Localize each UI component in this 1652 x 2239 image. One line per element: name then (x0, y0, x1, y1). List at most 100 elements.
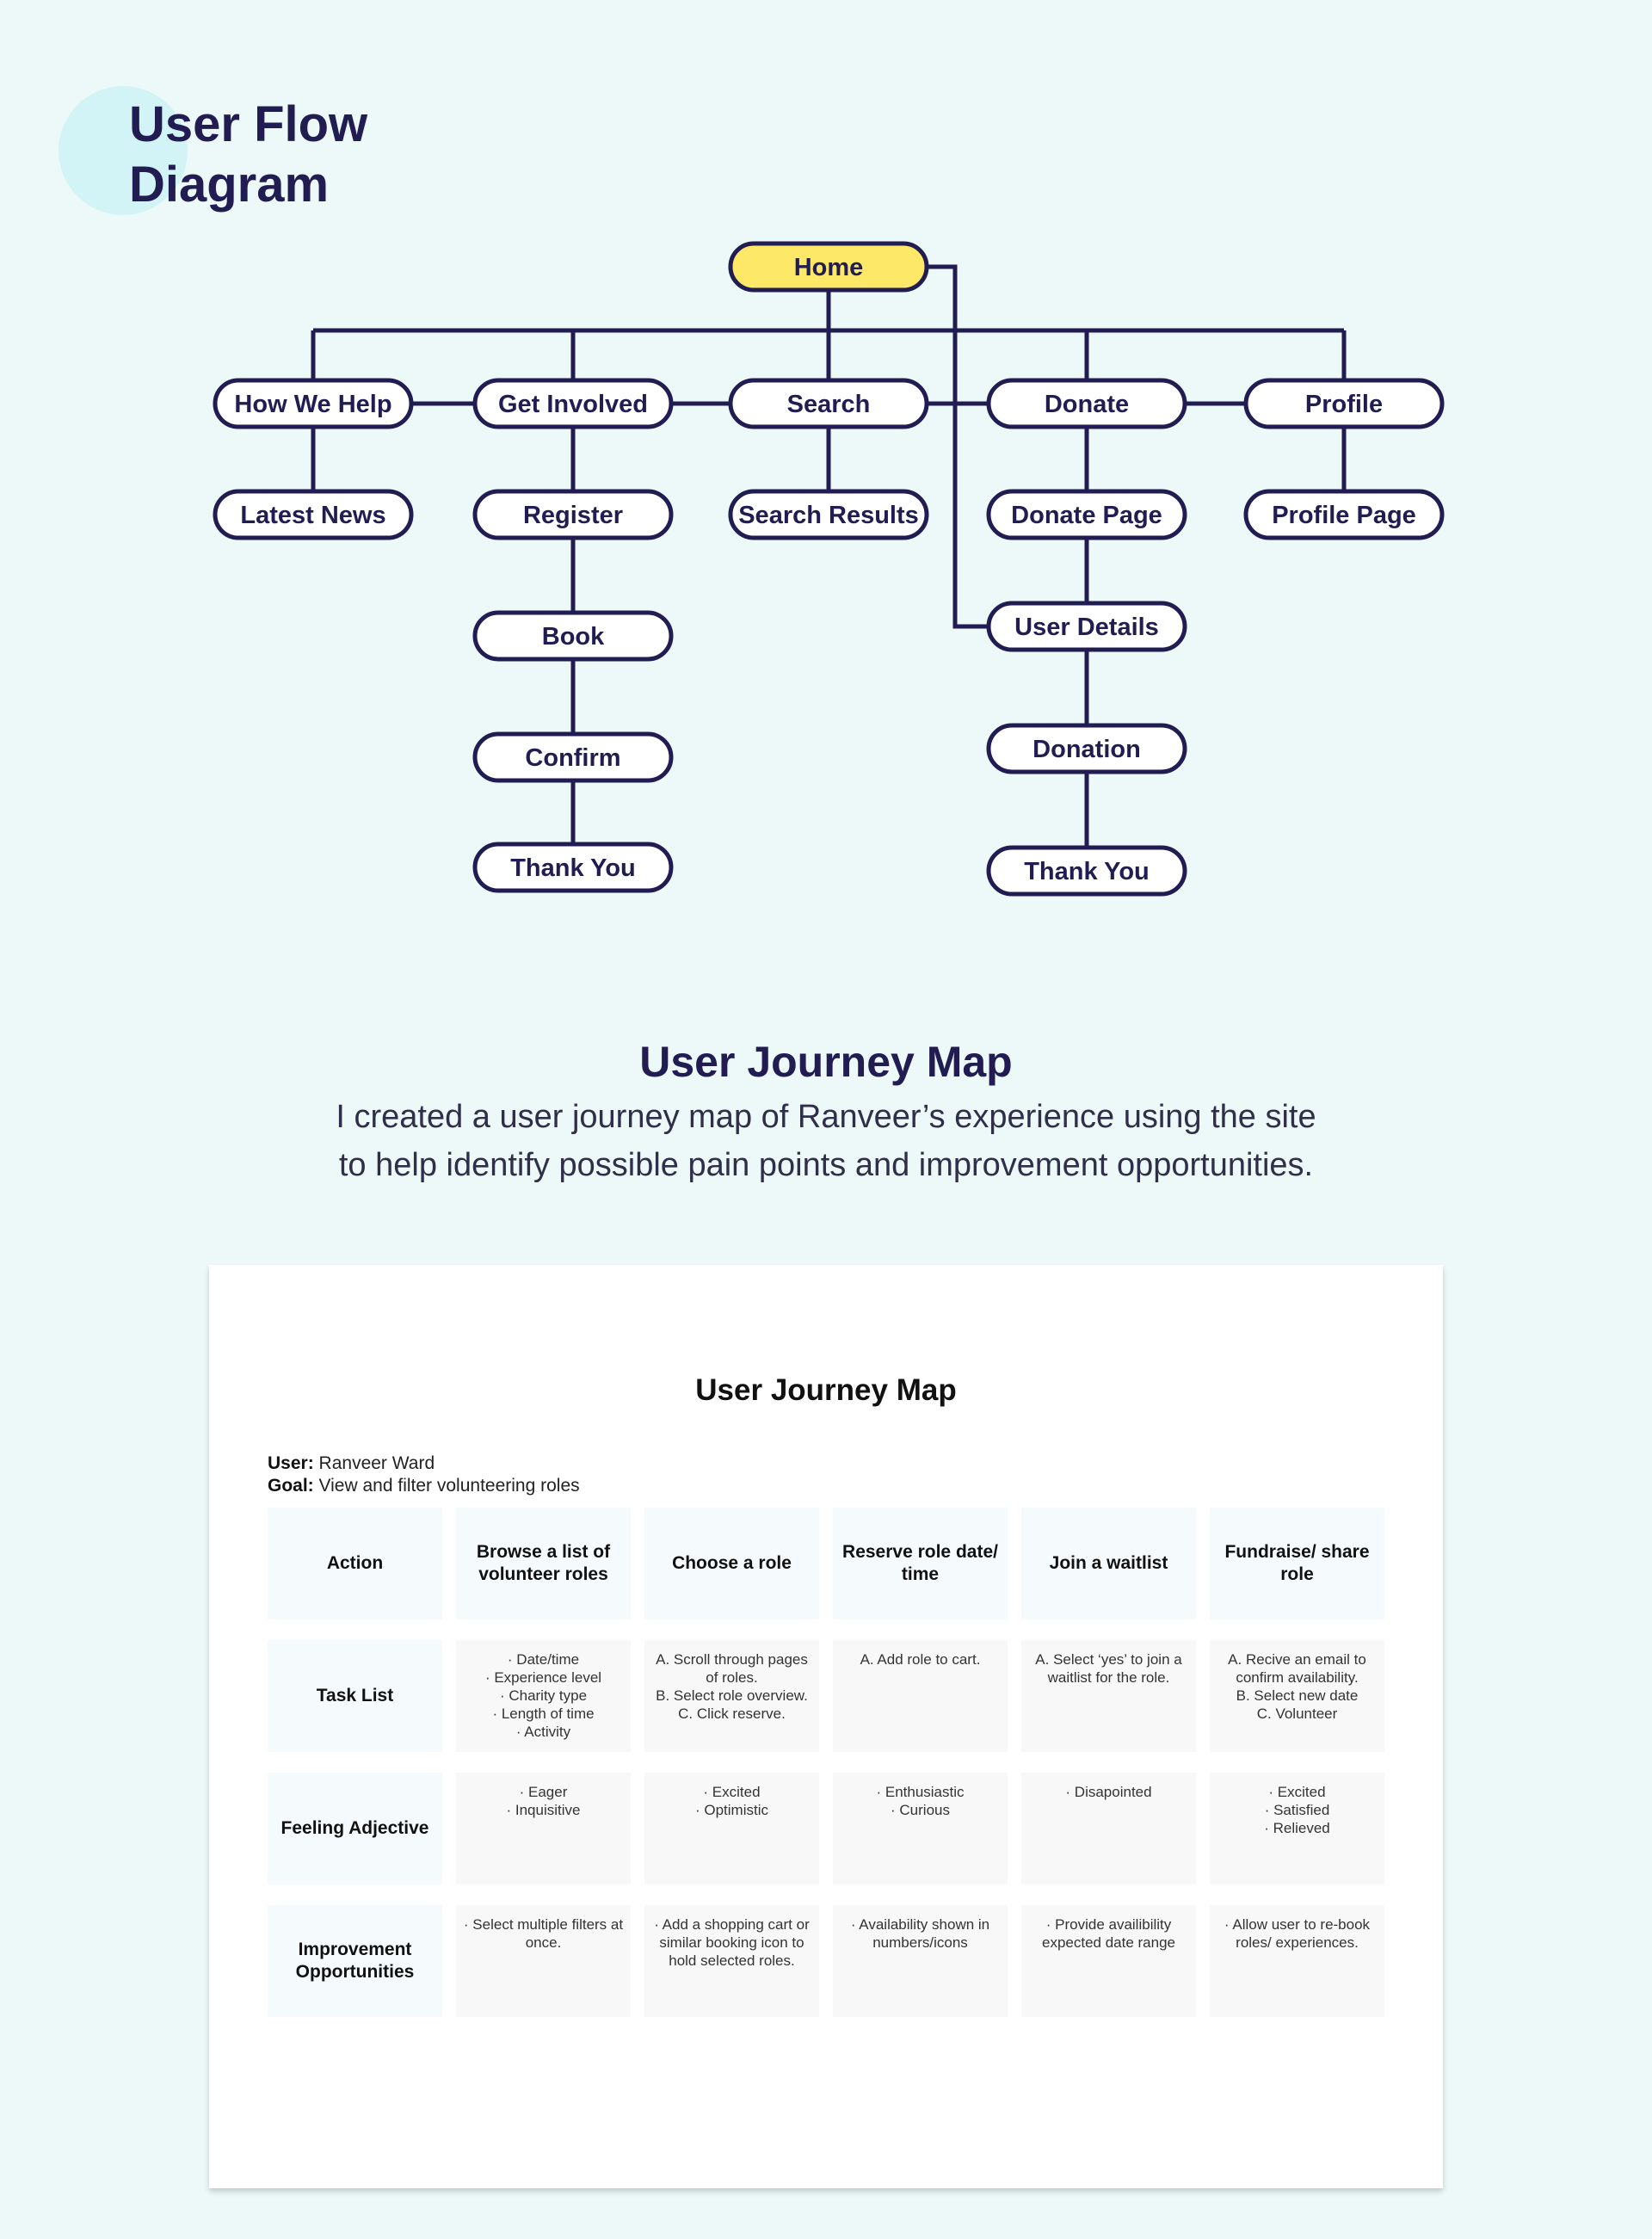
user-label: User: (268, 1453, 314, 1473)
flow-node-profile-page: Profile Page (1243, 489, 1445, 540)
journey-cell: · Provide availibility expected date ran… (1021, 1905, 1196, 2017)
flow-node-label: Latest News (240, 502, 385, 529)
flow-node-shape (213, 378, 414, 429)
journey-cell-line: · Select multiple filters at once. (463, 1916, 624, 1951)
flow-connector (927, 264, 989, 629)
flow-node-get-involved: Get Involved (472, 378, 674, 429)
flow-node-how-we-help: How We Help (213, 378, 414, 429)
flow-node-shape (986, 378, 1187, 429)
flow-node-label: Home (794, 254, 864, 281)
journey-cell-line: · Curious (891, 1802, 950, 1818)
flow-node-book: Book (472, 610, 674, 662)
user-value: Ranveer Ward (318, 1453, 435, 1473)
flow-node-shape (728, 489, 929, 540)
action-header: Fundraise/ share role (1210, 1508, 1384, 1619)
flow-node-register: Register (472, 489, 674, 540)
flow-node-label: Donate (1045, 391, 1129, 418)
flow-node-label: Profile (1305, 391, 1383, 418)
journey-cell-line: B. Select role overview. (656, 1687, 808, 1704)
user-flow-title-line: Diagram (129, 157, 330, 213)
journey-description: I created a user journey map of Ranveer’… (336, 1099, 1316, 1183)
action-header: Browse a list of volunteer roles (456, 1508, 631, 1619)
journey-cell: · Excited · Optimistic (644, 1773, 819, 1884)
flow-node-label: Search Results (738, 502, 919, 529)
flow-node-label: Thank You (510, 854, 636, 882)
flow-node-shape (213, 489, 414, 540)
flow-node-label: User Details (1014, 614, 1159, 641)
flow-node-label: Book (542, 623, 605, 651)
journey-map-card-title: User Journey Map (695, 1373, 957, 1407)
flow-node-label: Confirm (525, 744, 620, 772)
flow-node-shape (472, 489, 674, 540)
journey-cell-line: C. Volunteer (1256, 1705, 1338, 1722)
flow-node-label: Profile Page (1272, 502, 1416, 529)
decorative-circle (59, 86, 188, 215)
flow-node-shape (472, 378, 674, 429)
journey-cell: A. Add role to cart. (833, 1640, 1008, 1752)
journey-cell-line: A. Scroll through pages of roles. (656, 1651, 808, 1686)
journey-cell: A. Select ‘yes’ to join a waitlist for t… (1021, 1640, 1196, 1752)
journey-cell: · Disapointed (1021, 1773, 1196, 1884)
flow-node-shape (728, 241, 929, 293)
flow-node-shape (986, 601, 1187, 652)
journey-cell: · Select multiple filters at once. (456, 1905, 631, 2017)
journey-cell: A. Recive an email to confirm availabili… (1210, 1640, 1384, 1752)
flow-node-shape (472, 731, 674, 783)
journey-cell-line: · Optimistic (695, 1802, 768, 1818)
flow-node-label: Donate Page (1011, 502, 1162, 529)
flow-node-shape (1243, 489, 1445, 540)
flow-node-profile: Profile (1243, 378, 1445, 429)
row-label: Task List (268, 1640, 442, 1752)
journey-cell-line: · Eager (519, 1784, 568, 1800)
journey-map-card: User Journey Map User: Ranveer Ward Goal… (209, 1265, 1443, 2188)
user-flow-title-line: User Flow (129, 96, 368, 152)
flow-node-user-details: User Details (986, 601, 1187, 652)
flow-node-thank-you-volunteer: Thank You (472, 842, 674, 893)
flow-node-label: Thank You (1024, 858, 1150, 885)
flow-node-label: Donation (1032, 736, 1141, 763)
journey-cell-line: · Provide availibility expected date ran… (1041, 1916, 1175, 1951)
goal-label: Goal: (268, 1476, 314, 1496)
flow-node-label: Register (523, 502, 623, 529)
row-label-action: Action (268, 1508, 442, 1619)
journey-cell-line: · Relieved (1264, 1820, 1330, 1836)
row-label: Feeling Adjective (268, 1773, 442, 1884)
flow-node-confirm: Confirm (472, 731, 674, 783)
journey-cell-line: · Activity (515, 1724, 571, 1740)
journey-cell: · Excited· Satisfied· Relieved (1210, 1773, 1384, 1884)
flow-node-label: Get Involved (498, 391, 648, 418)
goal-line: Goal: View and filter volunteering roles (268, 1475, 580, 1497)
journey-cell-line: · Date/time (507, 1651, 580, 1668)
journey-cell-line: · Experience level (484, 1669, 602, 1686)
journey-cell-line: · Excited (703, 1784, 761, 1800)
user-line: User: Ranveer Ward (268, 1453, 580, 1475)
action-header: Choose a role (644, 1508, 819, 1619)
journey-cell-line: C. Click reserve. (678, 1705, 786, 1722)
flow-node-thank-you-donate: Thank You (986, 845, 1187, 897)
journey-cell: · Availability shown in numbers/icons (833, 1905, 1008, 2017)
flow-node-label: Search (787, 391, 871, 418)
journey-heading: User Journey Map (639, 1038, 1013, 1086)
flow-node-donate: Donate (986, 378, 1187, 429)
journey-cell-line: · Excited (1268, 1784, 1326, 1800)
journey-cell: · Allow user to re-book roles/ experienc… (1210, 1905, 1384, 2017)
journey-cell-line: · Disapointed (1065, 1784, 1152, 1800)
journey-cell: A. Scroll through pages of roles.B. Sele… (644, 1640, 819, 1752)
journey-cell-line: · Enthusiastic (876, 1784, 965, 1800)
flow-node-label: How We Help (234, 391, 391, 418)
journey-cell-line: A. Recive an email to confirm availabili… (1228, 1651, 1366, 1686)
flow-node-shape (986, 845, 1187, 897)
journey-cell: · Date/time· Experience level· Charity t… (456, 1640, 631, 1752)
journey-cell-line: B. Select new date (1236, 1687, 1359, 1704)
journey-cell-line: · Length of time (492, 1705, 595, 1722)
row-label: Improvement Opportunities (268, 1905, 442, 2017)
flow-node-search-results: Search Results (728, 489, 929, 540)
action-header: Reserve role date/ time (833, 1508, 1008, 1619)
journey-cell-line: · Charity type (499, 1687, 588, 1704)
flow-node-latest-news: Latest News (213, 489, 414, 540)
journey-cell-line: · Allow user to re-book roles/ experienc… (1224, 1916, 1371, 1951)
goal-value: View and filter volunteering roles (318, 1476, 580, 1496)
flow-node-search: Search (728, 378, 929, 429)
flow-node-shape (1243, 378, 1445, 429)
